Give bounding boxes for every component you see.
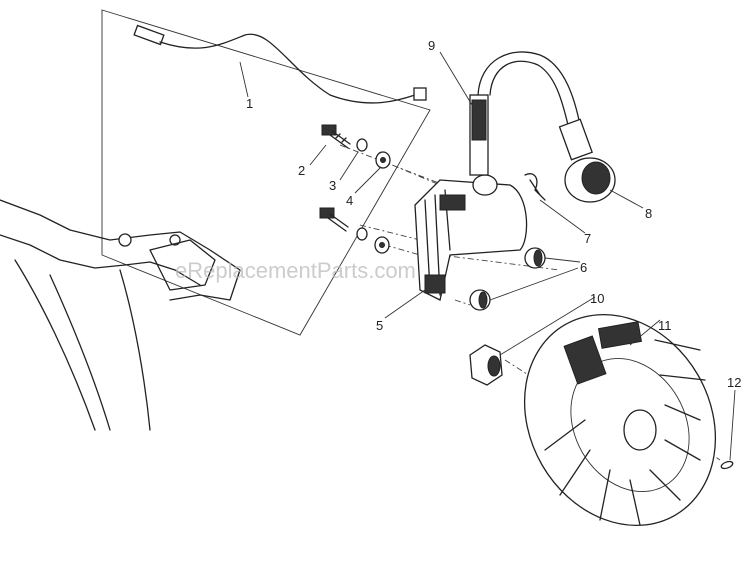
ignition-coil xyxy=(414,174,528,301)
spark-plug-boot xyxy=(558,118,616,203)
callout-6: 6 xyxy=(580,260,587,275)
callout-12: 12 xyxy=(727,375,741,390)
callout-9: 9 xyxy=(428,38,435,53)
watermark: eReplacementParts.com xyxy=(175,258,416,283)
callout-5: 5 xyxy=(376,318,383,333)
cable xyxy=(133,24,427,104)
callout-7: 7 xyxy=(584,231,591,246)
callout-2: 2 xyxy=(298,163,305,178)
callout-4: 4 xyxy=(346,193,353,208)
high-tension-lead xyxy=(469,51,581,176)
spacer xyxy=(469,247,546,311)
callout-10: 10 xyxy=(590,291,604,306)
engine-housing xyxy=(0,199,241,431)
bolt xyxy=(319,124,351,232)
mounting-plane xyxy=(101,9,431,336)
callout-8: 8 xyxy=(645,206,652,221)
key xyxy=(720,460,734,470)
callout-11: 11 xyxy=(658,318,672,333)
nut xyxy=(469,344,503,386)
clip xyxy=(524,173,546,201)
callout-3: 3 xyxy=(329,178,336,193)
callout-1: 1 xyxy=(246,96,253,111)
flywheel xyxy=(523,313,717,527)
